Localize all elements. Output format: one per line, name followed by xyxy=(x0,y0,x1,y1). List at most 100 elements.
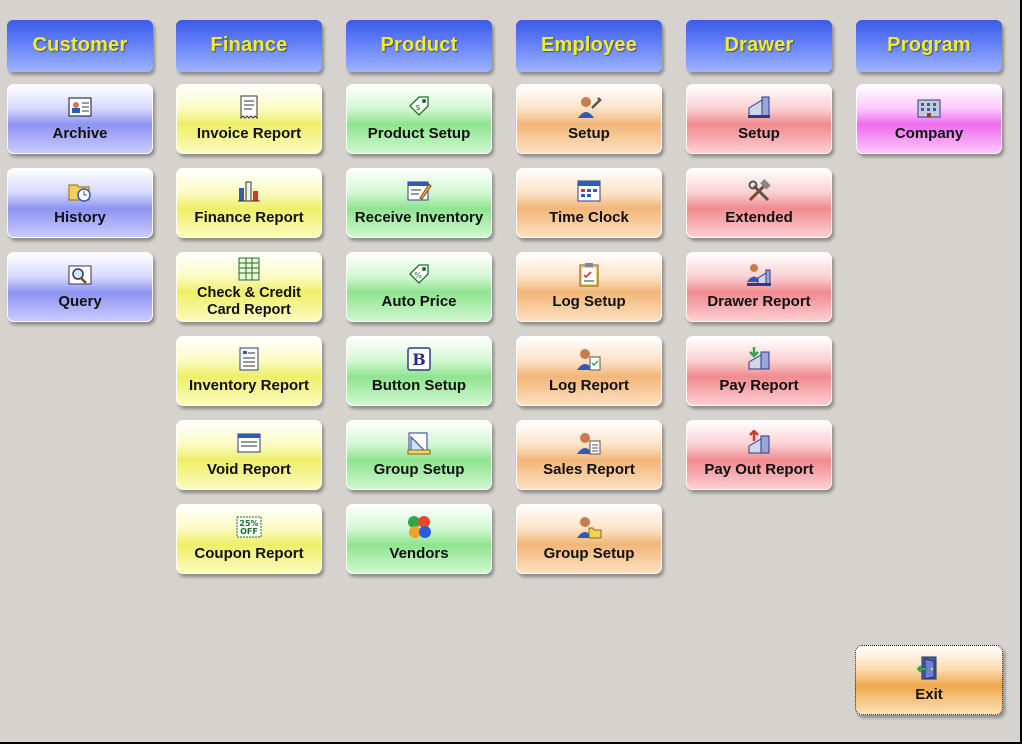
button-label: Pay Out Report xyxy=(704,461,814,478)
button-label: Group Setup xyxy=(543,545,635,562)
employee-log-setup-button[interactable]: Log Setup xyxy=(516,252,662,322)
user-clipboard-icon xyxy=(577,349,601,371)
button-label: Time Clock xyxy=(549,209,629,226)
b-button-icon: B xyxy=(407,347,431,371)
building-icon xyxy=(917,99,941,118)
column-product: Product $ Product Setup Receive Inventor… xyxy=(346,20,492,588)
button-label: Button Setup xyxy=(371,377,467,394)
button-label: Sales Report xyxy=(543,461,635,478)
column-finance: Finance Invoice Report Finance Report xyxy=(176,20,322,588)
product-button-setup-button[interactable]: B Button Setup xyxy=(346,336,492,406)
button-label: Receive Inventory xyxy=(354,209,484,226)
finance-finance-report-button[interactable]: Finance Report xyxy=(176,168,322,238)
window-icon xyxy=(237,433,261,453)
header-product: Product xyxy=(346,20,492,72)
program-company-button[interactable]: Company xyxy=(856,84,1002,154)
door-icon xyxy=(916,656,937,680)
column-employee: Employee Setup Time Clock xyxy=(516,20,662,588)
drawer-drawer-report-button[interactable]: Drawer Report xyxy=(686,252,832,322)
exit-button[interactable]: Exit xyxy=(855,645,1003,715)
button-label: Auto Price xyxy=(381,293,457,310)
button-label: Archive xyxy=(52,125,108,142)
exit-label: Exit xyxy=(915,686,943,703)
button-label: Setup xyxy=(738,125,780,142)
button-label: Pay Report xyxy=(719,377,799,394)
column-drawer: Drawer Setup Extended xyxy=(686,20,832,504)
user-folder-icon xyxy=(577,517,602,539)
product-auto-price-button[interactable]: % Auto Price xyxy=(346,252,492,322)
register-icon xyxy=(748,96,770,118)
coupon-icon: 25% OFF xyxy=(236,516,262,538)
svg-text:$: $ xyxy=(415,103,420,112)
button-label: Inventory Report xyxy=(188,377,309,394)
finance-invoice-report-button[interactable]: Invoice Report xyxy=(176,84,322,154)
employee-log-report-button[interactable]: Log Report xyxy=(516,336,662,406)
header-drawer: Drawer xyxy=(686,20,832,72)
svg-text:OFF: OFF xyxy=(240,527,258,536)
bar-chart-icon xyxy=(238,181,260,202)
button-label: Coupon Report xyxy=(194,545,304,562)
customer-archive-button[interactable]: Archive xyxy=(7,84,153,154)
employee-time-clock-button[interactable]: Time Clock xyxy=(516,168,662,238)
product-group-setup-button[interactable]: Group Setup xyxy=(346,420,492,490)
drawer-extended-button[interactable]: Extended xyxy=(686,168,832,238)
user-document-icon xyxy=(577,433,601,455)
column-program: Program Company xyxy=(856,20,1002,168)
button-label: Log Report xyxy=(549,377,629,394)
product-receive-inventory-button[interactable]: Receive Inventory xyxy=(346,168,492,238)
label-line-2: Card Report xyxy=(207,302,291,318)
drawer-setup-button[interactable]: Setup xyxy=(686,84,832,154)
button-label: Void Report xyxy=(207,461,291,478)
employee-setup-button[interactable]: Setup xyxy=(516,84,662,154)
employee-group-setup-button[interactable]: Group Setup xyxy=(516,504,662,574)
drawer-pay-out-report-button[interactable]: Pay Out Report xyxy=(686,420,832,490)
button-label: Log Setup xyxy=(552,293,626,310)
button-label: Check & Credit Card Report xyxy=(177,285,321,319)
register-arrow-down-icon xyxy=(748,347,770,370)
tag-icon: $ xyxy=(409,96,429,116)
header-finance: Finance xyxy=(176,20,322,72)
customer-query-button[interactable]: Query xyxy=(7,252,153,322)
user-register-icon xyxy=(747,264,771,286)
search-card-icon xyxy=(68,265,92,285)
column-customer: Customer Archive History xyxy=(7,20,153,336)
button-label: History xyxy=(54,209,106,226)
folder-clock-icon xyxy=(68,184,91,202)
button-label: Query xyxy=(58,293,102,310)
button-label: Vendors xyxy=(389,545,449,562)
finance-void-report-button[interactable]: Void Report xyxy=(176,420,322,490)
button-label: Extended xyxy=(725,209,793,226)
people-group-icon xyxy=(408,516,431,538)
document-list-icon xyxy=(239,347,259,371)
ruler-icon xyxy=(407,432,431,455)
finance-inventory-report-button[interactable]: Inventory Report xyxy=(176,336,322,406)
button-label: Finance Report xyxy=(194,209,304,226)
customer-history-button[interactable]: History xyxy=(7,168,153,238)
drawer-pay-report-button[interactable]: Pay Report xyxy=(686,336,832,406)
tools-icon xyxy=(748,179,771,202)
label-line-1: Check & Credit xyxy=(197,285,301,301)
svg-text:%: % xyxy=(414,271,422,280)
register-arrow-up-icon xyxy=(748,430,770,454)
pencil-form-icon xyxy=(407,181,432,201)
employee-sales-report-button[interactable]: Sales Report xyxy=(516,420,662,490)
spreadsheet-icon xyxy=(238,257,260,281)
price-tag-icon: % xyxy=(409,264,429,284)
finance-check-credit-card-report-button[interactable]: Check & Credit Card Report xyxy=(176,252,322,322)
button-label: Invoice Report xyxy=(196,125,302,142)
button-label: Product Setup xyxy=(367,125,471,142)
product-vendors-button[interactable]: Vendors xyxy=(346,504,492,574)
receipt-icon xyxy=(240,95,258,120)
button-label: Group Setup xyxy=(373,461,465,478)
calendar-icon xyxy=(577,180,601,202)
id-card-icon xyxy=(68,97,92,117)
clipboard-icon xyxy=(579,263,599,287)
svg-text:B: B xyxy=(412,350,426,369)
finance-coupon-report-button[interactable]: 25% OFF Coupon Report xyxy=(176,504,322,574)
header-employee: Employee xyxy=(516,20,662,72)
product-product-setup-button[interactable]: $ Product Setup xyxy=(346,84,492,154)
button-label: Drawer Report xyxy=(707,293,811,310)
user-wrench-icon xyxy=(578,97,602,118)
button-label: Company xyxy=(894,125,964,142)
